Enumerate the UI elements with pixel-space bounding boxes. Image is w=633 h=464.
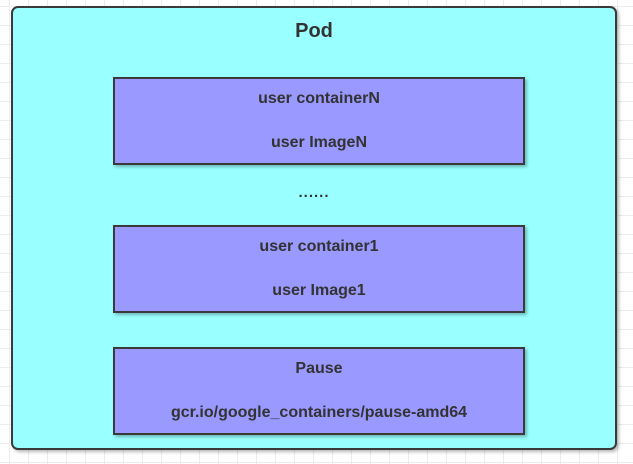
container-name: Pause xyxy=(295,360,343,377)
container-box-1: user container1 user Image1 xyxy=(113,225,525,313)
pod-box: Pod user containerN user ImageN ...... u… xyxy=(11,6,617,450)
container-image: user Image1 xyxy=(272,282,366,299)
container-name: user container1 xyxy=(259,238,379,255)
container-box-n: user containerN user ImageN xyxy=(113,77,525,165)
container-image: user ImageN xyxy=(270,134,368,151)
container-name: user containerN xyxy=(258,90,380,107)
ellipsis-dots: ...... xyxy=(298,184,330,201)
container-image: gcr.io/google_containers/pause-amd64 xyxy=(170,404,468,421)
pod-title: Pod xyxy=(295,20,333,42)
container-box-pause: Pause gcr.io/google_containers/pause-amd… xyxy=(113,347,525,435)
